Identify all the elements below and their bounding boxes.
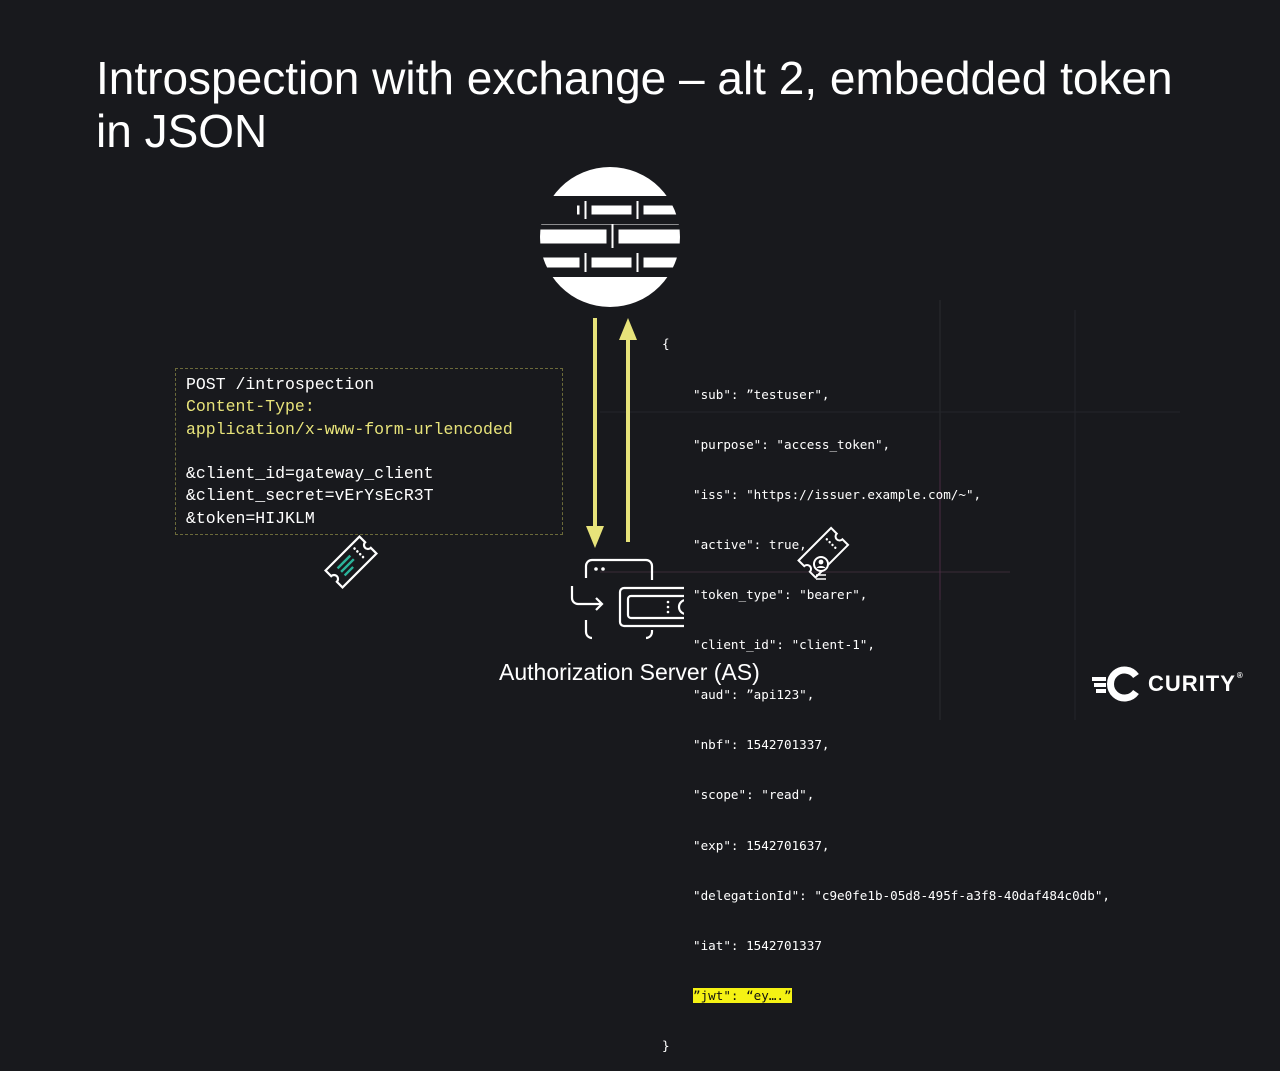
request-header-value: application/x-www-form-urlencoded <box>186 419 513 439</box>
request-header-name: Content-Type: <box>186 397 315 417</box>
introspection-response: { "sub": ”testuser", "purpose": "access_… <box>662 303 1110 1071</box>
arrow-down-icon <box>586 318 604 548</box>
json-line: "iss": "https://issuer.example.com/~", <box>693 486 982 502</box>
request-token: &token=HIJKLM <box>186 508 315 528</box>
json-line: "token_type": "bearer", <box>693 586 868 602</box>
request-client-id: &client_id=gateway_client <box>186 464 434 484</box>
json-line: "client_id": "client-1", <box>693 637 875 653</box>
logo-registered-mark: ® <box>1236 671 1244 680</box>
request-line: POST /introspection <box>186 375 375 394</box>
firewall-icon <box>530 167 685 307</box>
request-client-secret: &client_secret=vErYsEcR3T <box>186 486 434 506</box>
json-close-brace: } <box>662 1037 670 1053</box>
authorization-server-icon <box>570 558 684 640</box>
json-line: "sub": ”testuser", <box>693 386 830 402</box>
arrow-up-icon <box>619 318 637 542</box>
curity-logo-icon <box>1092 666 1139 702</box>
logo-text: CURITY <box>1148 671 1236 696</box>
json-line: "delegationId": "c9e0fe1b-05d8-495f-a3f8… <box>693 887 1111 903</box>
json-line: "exp": 1542701637, <box>693 837 830 853</box>
curity-logo: CURITY® <box>1092 666 1244 702</box>
json-line: "scope": "read", <box>693 787 815 803</box>
json-jwt-highlight: ”jwt": “ey….” <box>693 987 792 1003</box>
introspection-request: POST /introspection Content-Type: applic… <box>175 368 563 535</box>
token-ticket-icon <box>323 534 379 590</box>
user-token-ticket-icon <box>797 526 850 580</box>
authorization-server-caption: Authorization Server (AS) <box>499 659 760 685</box>
slide-title: Introspection with exchange – alt 2, emb… <box>96 52 1173 157</box>
json-line: "nbf": 1542701337, <box>693 737 830 753</box>
json-line: "purpose": "access_token", <box>693 436 891 452</box>
json-line: "aud": ”api123", <box>693 687 815 703</box>
json-line: "iat": 1542701337 <box>693 937 822 953</box>
json-open-brace: { <box>662 336 670 352</box>
json-line: "active": true, <box>693 536 807 552</box>
